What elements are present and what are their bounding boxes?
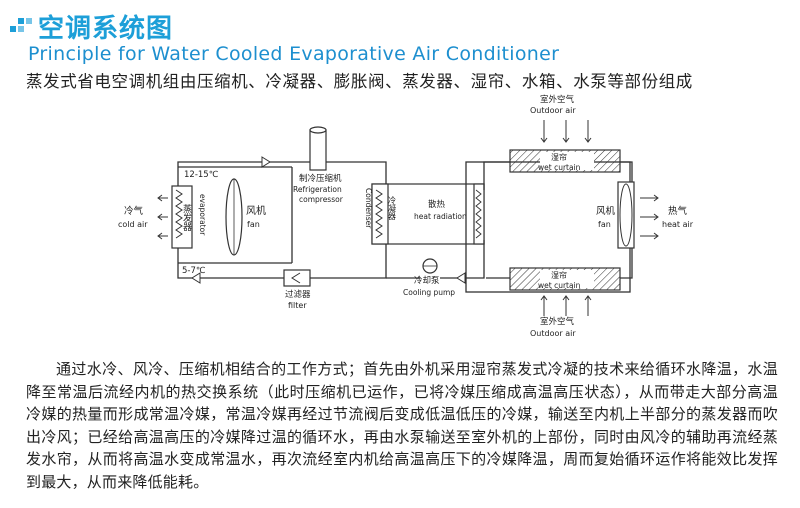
wet-curtain-bottom [509,267,621,291]
cooling-pump-label: 冷却泵 [414,275,440,286]
outdoor-air-top-arrows [540,120,592,143]
evaporator-label: 蒸发器 [181,203,192,231]
compressor-label-en-2: compressor [299,195,344,204]
compressor-label-en-1: Refrigeration [293,185,342,194]
condenser-label: 冷凝器 [388,195,397,221]
system-diagram: 蒸发器 evaporator 风机 fan 冷气 cold air 12-15℃… [118,94,694,338]
outdoor-air-bottom-label-en: Outdoor air [530,329,576,338]
outdoor-fan-label: 风机 [596,205,616,217]
water-flow-arrow [456,272,466,284]
hot-air-label: 热气 [668,205,688,217]
description-text: 通过水冷、风冷、压缩机相结合的工作方式；首先由外机采用湿帘蒸发式冷凝的技术来给循… [26,360,778,491]
compressor-label: 制冷压缩机 [299,173,342,184]
hot-air-arrows [640,194,659,240]
indoor-fan [225,178,243,256]
description-paragraph: 通过水冷、风冷、压缩机相结合的工作方式；首先由外机采用湿帘蒸发式冷凝的技术来给循… [26,358,778,493]
wet-curtain-bottom-label-en: wet curtain [538,281,581,290]
hot-air-label-en: heat air [662,220,694,229]
outdoor-fan-label-en: fan [598,220,611,229]
flow-arrow-left [191,272,201,284]
outdoor-air-top-label: 室外空气 [540,94,575,105]
filter [283,269,311,287]
heat-radiation-label: 散热 [428,199,446,210]
filter-label-en: filter [288,301,307,310]
logo-squares-icon [10,14,32,36]
compressor [309,126,327,171]
cooling-pump-label-en: Cooling pump [403,288,455,297]
outdoor-air-top-label-en: Outdoor air [530,106,576,115]
components-summary: 蒸发式省电空调机组由压缩机、冷凝器、膨胀阀、蒸发器、湿帘、水箱、水泵等部份组成 [26,72,693,91]
condenser [371,183,485,245]
cooling-pump [422,258,438,274]
page-title: 空调系统图 [38,14,174,44]
evaporator-coil [171,185,193,249]
outdoor-fan [617,181,635,249]
wet-curtain-bottom-label: 湿帘 [551,270,567,280]
evaporator-label-en: evaporator [198,194,207,236]
indoor-fan-label-en: fan [247,220,260,229]
wet-curtain-top-label-en: wet curtain [538,163,581,172]
temp-high-label: 12-15℃ [184,170,219,180]
flow-arrow-top [261,156,271,168]
filter-label: 过滤器 [285,289,311,300]
temp-low-label: 5-7℃ [182,266,206,276]
cold-air-label: 冷气 [124,205,144,217]
heat-radiation-label-en: heat radiation [414,212,467,221]
cold-air-arrows [157,194,168,240]
wet-curtain-top [509,149,621,173]
page-title-english: Principle for Water Cooled Evaporative A… [28,43,560,65]
page-header: 空调系统图 Principle for Water Cooled Evapora… [6,6,796,65]
indoor-fan-label: 风机 [246,204,266,217]
outdoor-air-bottom-label: 室外空气 [540,316,575,327]
outdoor-air-bottom-arrows [540,295,592,316]
cold-air-label-en: cold air [118,220,148,229]
wet-curtain-top-label: 湿帘 [551,152,567,162]
condenser-label-en: Condenser [364,188,373,229]
